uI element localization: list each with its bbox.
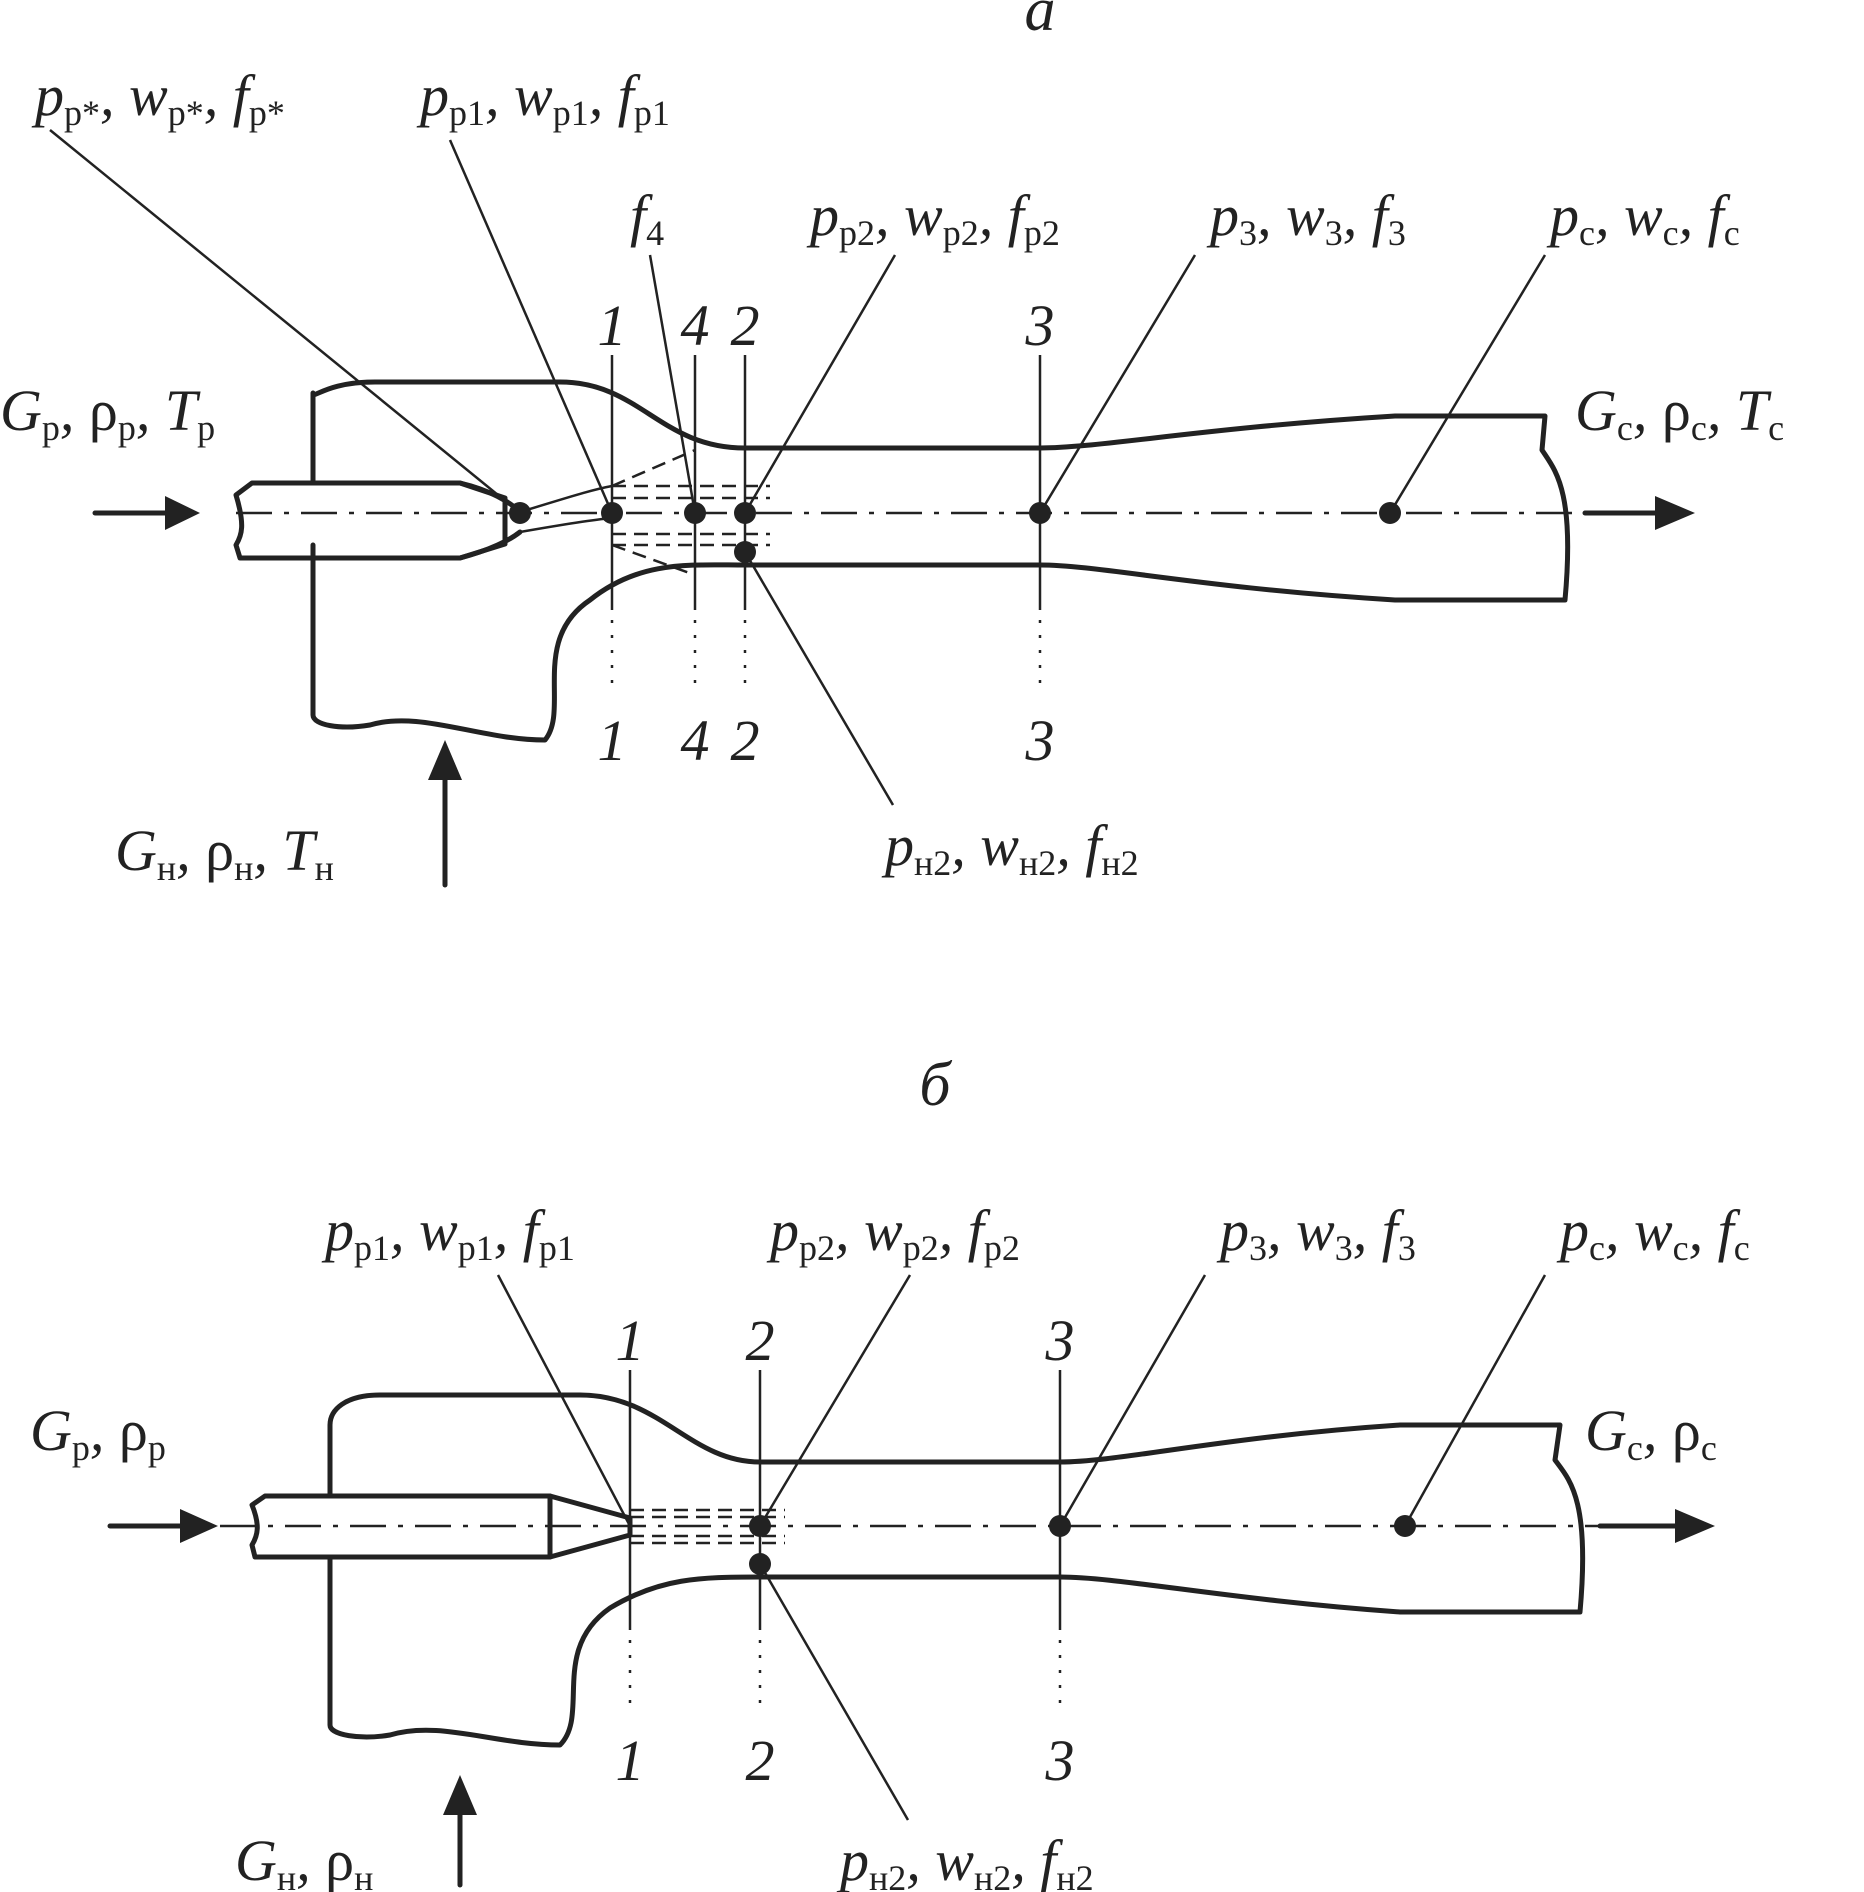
panel-a-section-lines [610, 355, 1042, 690]
label-f4: f4 [630, 183, 664, 253]
panel-a-leaders [49, 129, 1547, 806]
label-b-inlet: Gр, ρр [30, 1398, 166, 1468]
label-p-c: pс, wс, fс [1546, 183, 1740, 253]
panel-a-jet-lower [519, 516, 613, 534]
label-b-p-3: p3, w3, f3 [1216, 1198, 1416, 1268]
panel-b-point-3 [1049, 1515, 1071, 1537]
panel-a-section-bottom-3: 3 [1025, 708, 1055, 773]
panel-a-leader-p-c [1388, 254, 1547, 514]
panel-a-nozzle-throat [457, 480, 523, 561]
panel-b-section-top-3: 3 [1045, 1308, 1075, 1373]
panel-a-section-top-2: 2 [731, 293, 760, 358]
panel-b-point-c [1394, 1515, 1416, 1537]
panel-b-leaders [496, 1274, 1547, 1821]
panel-b-section-lines [628, 1370, 1062, 1710]
panel-a-leader-p-p1 [448, 139, 614, 514]
panel-a-body-outline [310, 379, 1571, 743]
panel-a-point-n2 [734, 541, 756, 563]
panel-a-section-top-3: 3 [1025, 293, 1055, 358]
panel-a-point-3 [1029, 502, 1051, 524]
panel-b-section-top-1: 1 [616, 1308, 645, 1373]
panel-a-point-1 [601, 502, 623, 524]
label-b-p-c: pс, wс, fс [1556, 1198, 1750, 1268]
panel-b-leader-p-c [1403, 1274, 1547, 1527]
panel-a-point-4 [684, 502, 706, 524]
panel-b-leader-p-n2 [758, 1563, 910, 1821]
panel-b-body-outline [327, 1392, 1586, 1748]
panel-a-point-c [1379, 502, 1401, 524]
panel-b-leader-p-p2 [758, 1274, 912, 1527]
label-p-star: pр*, wр*, fр* [31, 63, 285, 133]
panel-a-suction-arrow-head [428, 740, 462, 780]
panel-b-title: б [919, 1051, 952, 1119]
panel-b-section-top-2: 2 [746, 1308, 775, 1373]
panel-b-suction-arrow-head [443, 1775, 477, 1815]
panel-a-outlet-arrow-head [1655, 496, 1695, 530]
panel-b-outlet-arrow-head [1675, 1509, 1715, 1543]
panel-a-leader-p-3 [1038, 254, 1197, 514]
panel-a-section-top-4: 4 [681, 293, 710, 358]
label-suction: Gн, ρн, Tн [115, 818, 334, 888]
panel-a-point-star [509, 502, 531, 524]
label-outlet: Gс, ρс, Tс [1575, 378, 1784, 448]
panel-b-inlet-arrow-head [180, 1509, 218, 1543]
panel-a-leader-p-p2 [743, 254, 897, 514]
panel-a-inlet-arrow-head [165, 496, 200, 530]
panel-a-nozzle [233, 480, 508, 561]
panel-b: б 1 2 3 1 2 3 [30, 1051, 1750, 1892]
panel-a-title: а [1025, 0, 1056, 44]
panel-a: а 1 4 [0, 0, 1784, 888]
panel-a-leader-p-n2 [743, 551, 895, 806]
panel-a-point-2 [734, 502, 756, 524]
panel-a-jet-upper [519, 484, 613, 514]
panel-a-leader-f4 [648, 254, 697, 514]
panel-b-leader-p-3 [1058, 1274, 1207, 1527]
label-p-p1: pр1, wр1, fр1 [416, 63, 670, 133]
panel-b-section-bottom-1: 1 [616, 1728, 645, 1793]
panel-b-point-n2 [749, 1553, 771, 1575]
label-p-p2: pр2, wр2, fр2 [806, 183, 1060, 253]
panel-a-section-bottom-4: 4 [681, 708, 710, 773]
panel-b-point-2 [749, 1515, 771, 1537]
label-p-3: p3, w3, f3 [1206, 183, 1406, 253]
panel-a-section-bottom-2: 2 [731, 708, 760, 773]
label-b-outlet: Gс, ρс [1585, 1398, 1717, 1468]
label-b-p-n2: pн2, wн2, fн2 [836, 1828, 1094, 1892]
label-p-n2: pн2, wн2, fн2 [881, 813, 1139, 883]
label-b-suction: Gн, ρн [235, 1828, 373, 1892]
label-b-p-p1: pр1, wр1, fр1 [321, 1198, 575, 1268]
panel-b-leader-p-p1 [496, 1274, 632, 1527]
panel-b-section-bottom-2: 2 [746, 1728, 775, 1793]
panel-b-section-bottom-3: 3 [1045, 1728, 1075, 1793]
label-inlet: Gр, ρр, Tр [0, 378, 215, 448]
panel-a-section-bottom-1: 1 [598, 708, 627, 773]
panel-a-leader-p-star [49, 129, 521, 514]
panel-b-jet-dashed [630, 1508, 785, 1545]
panel-a-section-top-1: 1 [598, 293, 627, 358]
label-b-p-p2: pр2, wр2, fр2 [766, 1198, 1020, 1268]
